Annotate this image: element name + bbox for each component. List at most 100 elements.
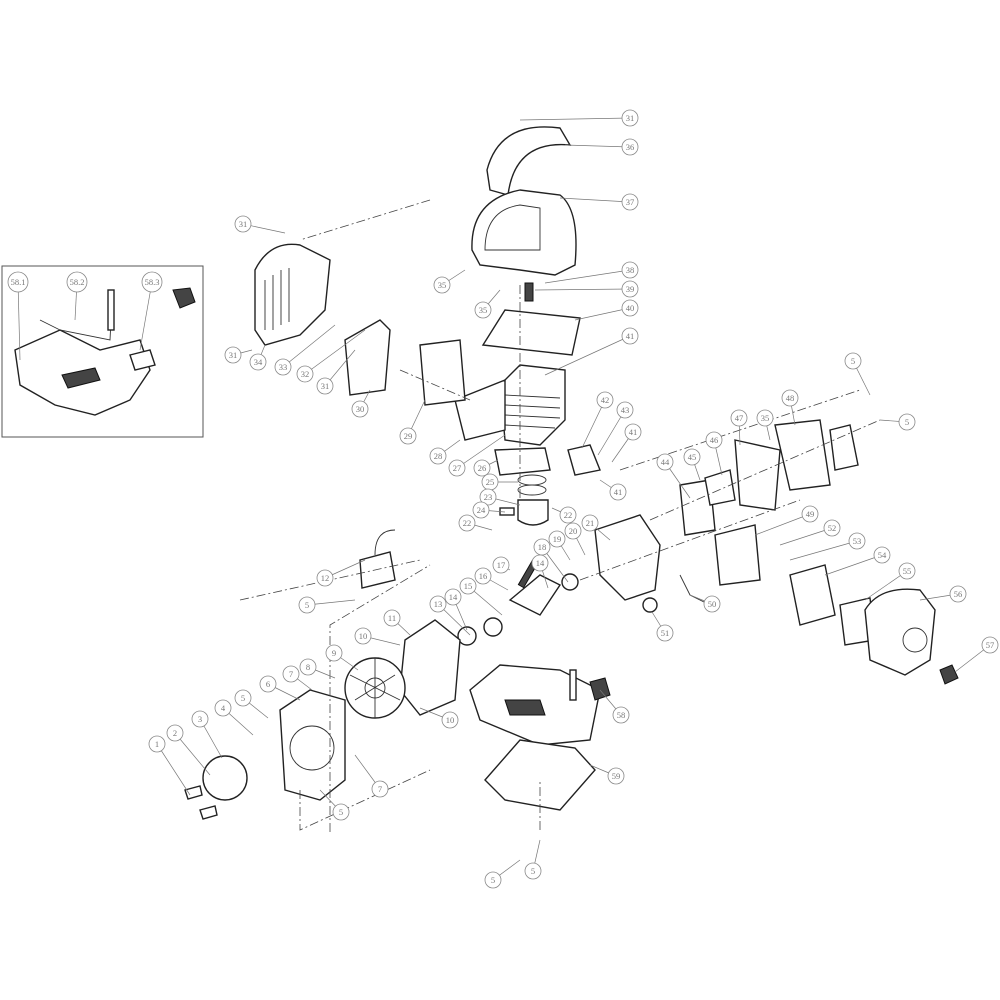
callout-bubble (441, 711, 459, 729)
callout-bubble (259, 675, 277, 693)
callout-bubble (472, 501, 490, 519)
callout-number: 42 (601, 395, 610, 405)
callout-32: 32 (296, 365, 314, 383)
callout-bubble (354, 627, 372, 645)
callout-17: 17 (492, 556, 510, 574)
clutch (202, 755, 248, 801)
callout-number: 22 (463, 518, 472, 528)
callout-number: 17 (497, 560, 506, 570)
piston-ring (517, 484, 547, 496)
callout-1: 1 (148, 735, 166, 753)
callout-bubble (873, 546, 891, 564)
callout-46: 46 (705, 431, 723, 449)
callout-number: 41 (614, 487, 623, 497)
callout-leader-line (779, 527, 833, 546)
callout-number: 24 (477, 505, 486, 515)
callout-36: 36 (621, 138, 639, 156)
spark-plug (524, 282, 534, 302)
callout-bubble (141, 271, 163, 293)
callout-43: 43 (616, 401, 634, 419)
callout-31: 31 (316, 377, 334, 395)
callout-number: 8 (306, 662, 310, 672)
callout-number: 10 (446, 715, 455, 725)
callout-bubble (656, 624, 674, 642)
callout-bubble (234, 215, 252, 233)
callout-44: 44 (656, 453, 674, 471)
callout-6: 6 (259, 675, 277, 693)
callout-34: 34 (249, 353, 267, 371)
callout-31: 31 (621, 109, 639, 127)
callout-bubble (781, 389, 799, 407)
callout-41: 41 (624, 423, 642, 441)
callout-bubble (484, 871, 502, 889)
callout-number: 31 (239, 219, 248, 229)
callout-bubble (299, 658, 317, 676)
callout-bubble (949, 585, 967, 603)
callout-5: 5 (484, 871, 502, 889)
callout-5: 5 (332, 803, 350, 821)
callout-35: 35 (756, 409, 774, 427)
callout-bubble (801, 505, 819, 523)
callout-bubble (756, 409, 774, 427)
callout-59: 59 (607, 767, 625, 785)
callout-20: 20 (564, 522, 582, 540)
top-cover-36 (486, 126, 572, 196)
callout-54: 54 (873, 546, 891, 564)
callout-bubble (325, 644, 343, 662)
callout-31: 31 (224, 346, 242, 364)
callout-number: 31 (626, 113, 635, 123)
callout-leader-line (156, 743, 191, 796)
callout-number: 28 (434, 451, 443, 461)
exhaust-bracket (454, 378, 506, 441)
callout-bubble (492, 556, 510, 574)
fan-housing-34 (254, 243, 331, 346)
callout-35: 35 (474, 301, 492, 319)
callout-bubble (224, 346, 242, 364)
inset-callout-58-1: 58.1 (7, 271, 29, 293)
callout-bubble (596, 391, 614, 409)
callout-24: 24 (472, 501, 490, 519)
callout-25: 25 (481, 473, 499, 491)
callout-7: 7 (282, 665, 300, 683)
callout-bubble (531, 554, 549, 572)
callout-leader-line (789, 540, 858, 561)
callout-leader-line (864, 570, 908, 601)
callout-number: 14 (536, 558, 545, 568)
callout-number: 47 (735, 413, 744, 423)
callout-7: 7 (371, 780, 389, 798)
callout-bubble (524, 862, 542, 880)
callout-number: 58 (617, 710, 626, 720)
callout-bubble (703, 595, 721, 613)
callout-number: 36 (626, 142, 635, 152)
callout-number: 18 (538, 542, 547, 552)
ignition-lead (374, 529, 396, 556)
starter-cover-48 (774, 419, 831, 491)
callout-number: 5 (241, 693, 245, 703)
callout-48: 48 (781, 389, 799, 407)
callout-number: 46 (710, 435, 719, 445)
callout-bubble (705, 431, 723, 449)
callout-bubble (981, 636, 999, 654)
crankshaft (457, 559, 579, 646)
callout-number: 56 (954, 589, 963, 599)
callout-18: 18 (533, 538, 551, 556)
callout-number: 58.3 (145, 277, 160, 287)
flywheel (344, 657, 406, 719)
callout-number: 22 (564, 510, 573, 520)
callout-number: 12 (321, 573, 330, 583)
callout-leader-line (544, 335, 631, 376)
callout-leader-line (456, 434, 506, 469)
callout-number: 50 (708, 599, 717, 609)
callout-5: 5 (844, 352, 862, 370)
callout-leader-line (534, 288, 631, 291)
callout-26: 26 (473, 459, 491, 477)
callout-bubble (624, 423, 642, 441)
callout-bubble (621, 327, 639, 345)
callout-number: 32 (301, 369, 310, 379)
callout-55: 55 (898, 562, 916, 580)
callout-bubble (166, 724, 184, 742)
callout-3: 3 (191, 710, 209, 728)
callout-leader-line (754, 513, 811, 536)
callout-37: 37 (621, 193, 639, 211)
